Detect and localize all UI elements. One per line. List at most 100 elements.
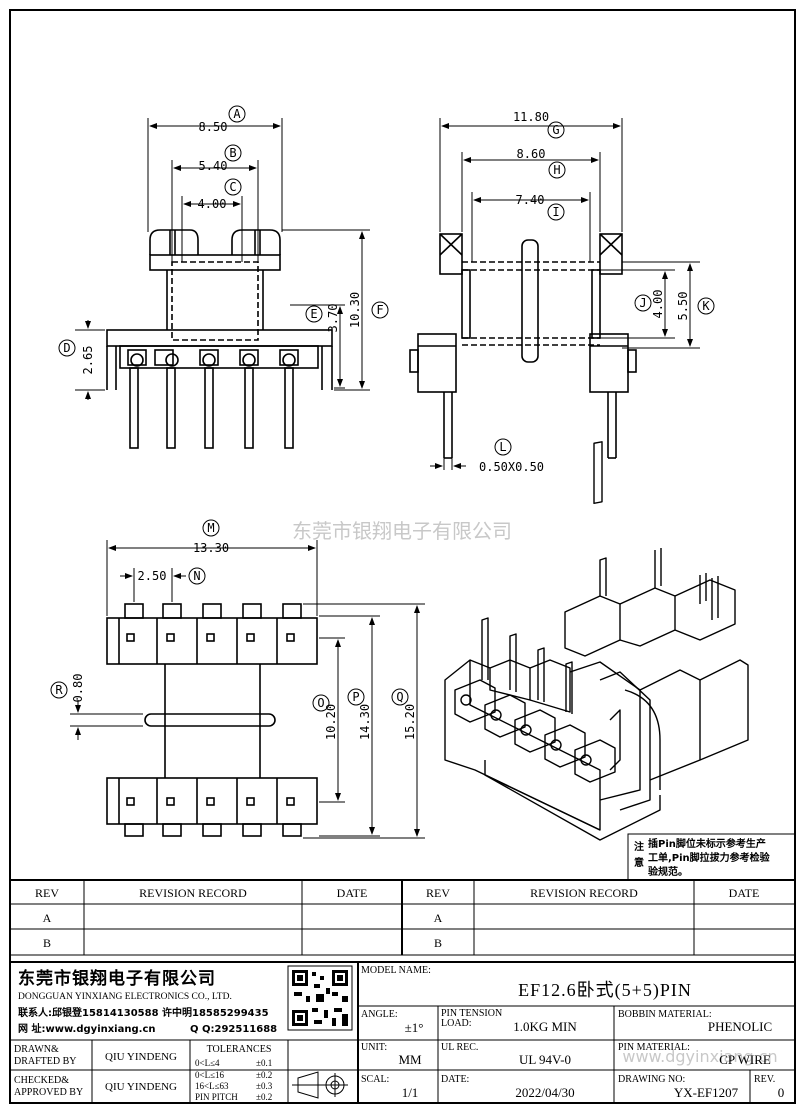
dim-I-value: 7.40	[516, 193, 545, 207]
dimension-labels: A 8.50 B 5.40 C 4.00 D 2.65 E 3.70 F 10.…	[50, 105, 715, 740]
unit-label: UNIT:	[361, 1042, 387, 1053]
dim-L-value: 0.50X0.50	[479, 460, 544, 474]
tol-row-3-range: 16<L≤63	[195, 1081, 229, 1091]
front-view	[106, 229, 333, 449]
rev-label: REV.	[754, 1074, 775, 1085]
side-dims	[430, 118, 700, 470]
dim-R-value: 0.80	[71, 674, 85, 703]
pin-material-value: CP WIRE	[719, 1052, 771, 1067]
model-value: EF12.6卧式(5+5)PIN	[518, 980, 692, 1001]
dim-L-letter: L	[499, 440, 506, 454]
dim-M-value: 13.30	[193, 541, 229, 555]
dim-C-letter: C	[229, 180, 236, 194]
dim-N-letter: N	[193, 569, 200, 583]
unit-value: MM	[398, 1052, 422, 1067]
company-qq: Q Q:292511688	[190, 1024, 277, 1035]
tolerances-title: TOLERANCES	[207, 1044, 272, 1055]
dim-O-letter: O	[317, 696, 324, 710]
revision-table: REV REVISION RECORD DATE REV REVISION RE…	[35, 886, 759, 950]
pin-material-label: PIN MATERIAL:	[618, 1042, 690, 1053]
tol-row-2-range: 0<L≤16	[195, 1070, 225, 1080]
drawing-no-label: DRAWING NO:	[618, 1074, 685, 1085]
angle-value: ±1°	[405, 1020, 424, 1035]
checked-label-2: APPROVED BY	[14, 1087, 83, 1098]
ul-label: UL REC.	[441, 1042, 478, 1053]
dim-A-letter: A	[233, 107, 241, 121]
rev-header-5: REVISION RECORD	[530, 886, 638, 900]
tol-row-1-range: 0<L≤4	[195, 1058, 220, 1068]
note-line-2: 工单,Pin脚拉拔力参考检验	[648, 851, 771, 864]
scale-value: 1/1	[402, 1085, 419, 1100]
bottom-view	[106, 603, 318, 837]
qr-code	[287, 965, 353, 1031]
drawn-label-2: DRAFTED BY	[14, 1056, 77, 1067]
dim-B-value: 5.40	[199, 159, 228, 173]
dim-D-letter: D	[63, 341, 70, 355]
company-info: 东莞市银翔电子有限公司 DONGGUAN YINXIANG ELECTRONIC…	[18, 968, 277, 1035]
rev-header-6: DATE	[729, 886, 760, 900]
dim-F-letter: F	[376, 303, 383, 317]
rev-value: 0	[778, 1085, 785, 1100]
date-value: 2022/04/30	[515, 1085, 574, 1100]
title-block-text: MODEL NAME: EF12.6卧式(5+5)PIN ANGLE: ±1° …	[14, 965, 784, 1102]
tol-row-2-value: ±0.2	[256, 1070, 272, 1080]
projection-symbol-icon	[292, 1071, 348, 1099]
dim-J-value: 4.00	[651, 290, 665, 319]
tol-row-4-value: ±0.2	[256, 1092, 272, 1102]
watermark-url: www.dgyinxiang.cn	[622, 1047, 777, 1066]
tol-row-4-range: PIN PITCH	[195, 1092, 238, 1102]
note-label-2: 意	[634, 856, 644, 869]
dim-H-value: 8.60	[517, 147, 546, 161]
dim-E-letter: E	[310, 307, 317, 321]
dim-B-letter: B	[229, 146, 236, 160]
rev-header-3: DATE	[337, 886, 368, 900]
drawn-label-1: DRAWN&	[14, 1044, 59, 1055]
note-line-3: 验规范。	[648, 865, 688, 878]
dim-N-value: 2.50	[138, 569, 167, 583]
pin-tension-label-1: PIN TENSION	[441, 1008, 502, 1019]
company-contact: 联系人:邱银登15814130588 许中明18585299435	[18, 1006, 269, 1019]
dim-P-letter: P	[352, 690, 359, 704]
tol-row-1-value: ±0.1	[256, 1058, 272, 1068]
dim-O-value: 10.20	[324, 704, 338, 740]
note-box: 注 意 插Pin脚位未标示参考生产 工单,Pin脚拉拔力参考检验 验规范。	[634, 837, 771, 878]
company-web: 网 址:www.dgyinxiang.cn	[18, 1022, 156, 1035]
company-name-en: DONGGUAN YINXIANG ELECTRONICS CO., LTD.	[18, 992, 232, 1002]
bottom-dims	[70, 540, 425, 839]
dim-Q-value: 15.20	[403, 704, 417, 740]
pin-tension-value: 1.0KG MIN	[513, 1019, 577, 1034]
rev-row2-a: B	[43, 936, 51, 950]
pin-tension-label-2: LOAD:	[441, 1018, 472, 1029]
dim-K-value: 5.50	[676, 292, 690, 321]
drawn-value: QIU YINDENG	[105, 1051, 177, 1063]
dim-Q-letter: Q	[396, 690, 403, 704]
angle-label: ANGLE:	[361, 1009, 398, 1020]
model-label: MODEL NAME:	[361, 965, 431, 976]
dim-J-letter: J	[639, 296, 646, 310]
sheet-border	[9, 9, 796, 1104]
side-view	[409, 233, 637, 459]
bobbin-label: BOBBIN MATERIAL:	[618, 1009, 712, 1020]
dim-C-value: 4.00	[198, 197, 227, 211]
tol-row-3-value: ±0.3	[256, 1081, 273, 1091]
dim-H-letter: H	[553, 163, 560, 177]
scale-label: SCAL:	[361, 1074, 389, 1085]
bobbin-value: PHENOLIC	[708, 1019, 772, 1034]
drawing-no-value: YX-EF1207	[674, 1085, 739, 1100]
dim-A-value: 8.50	[199, 120, 228, 134]
rev-row2-b: B	[434, 936, 442, 950]
watermark-company: 东莞市银翔电子有限公司	[292, 519, 512, 543]
company-name-cn: 东莞市银翔电子有限公司	[18, 968, 216, 989]
isometric-view	[444, 441, 749, 841]
dim-P-value: 14.30	[358, 704, 372, 740]
dim-I-letter: I	[552, 205, 559, 219]
date-label: DATE:	[441, 1074, 469, 1085]
dim-K-letter: K	[702, 299, 710, 313]
front-dims	[75, 118, 370, 400]
dim-G-value: 11.80	[513, 110, 549, 124]
note-line-1: 插Pin脚位未标示参考生产	[648, 837, 766, 850]
dim-G-letter: G	[552, 123, 559, 137]
note-label-1: 注	[634, 840, 644, 853]
title-block-grid	[10, 833, 796, 1103]
rev-header-4: REV	[426, 886, 450, 900]
